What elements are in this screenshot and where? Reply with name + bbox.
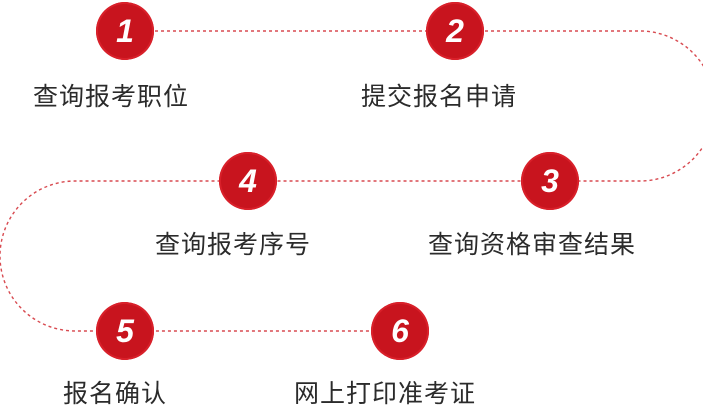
step-5-label: 报名确认 — [63, 379, 168, 408]
step-5-badge: 5 — [96, 302, 154, 360]
step-3-badge: 3 — [521, 152, 579, 210]
step-2-badge: 2 — [426, 2, 484, 60]
step-2-label: 提交报名申请 — [361, 82, 518, 111]
step-2-number: 2 — [446, 13, 464, 49]
step-6-label: 网上打印准考证 — [294, 379, 477, 408]
step-1-number: 1 — [116, 13, 134, 49]
step-1-badge: 1 — [96, 2, 154, 60]
step-6-number: 6 — [391, 313, 409, 349]
step-4-label: 查询报考序号 — [155, 230, 312, 259]
step-4-number: 4 — [239, 163, 257, 199]
step-3-label: 查询资格审查结果 — [428, 230, 637, 259]
step-6-badge: 6 — [371, 302, 429, 360]
step-4-badge: 4 — [219, 152, 277, 210]
step-5-number: 5 — [116, 313, 134, 349]
step-3-number: 3 — [541, 163, 559, 199]
step-1-label: 查询报考职位 — [33, 82, 190, 111]
